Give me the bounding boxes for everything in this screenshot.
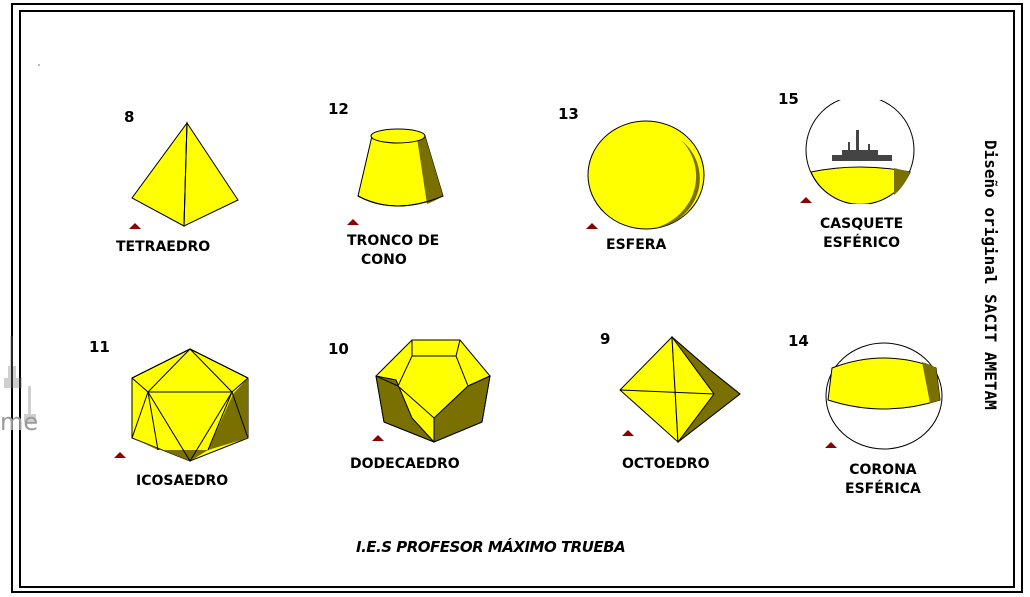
- inner-frame: [19, 10, 1015, 588]
- marker-icon: [347, 219, 359, 225]
- truncated-cone-icon[interactable]: [355, 126, 450, 214]
- school-name: I.E.S PROFESOR MÁXIMO TRUEBA: [356, 538, 626, 556]
- marker-icon: [825, 442, 837, 448]
- figure-label: CORONA ESFÉRICA: [845, 462, 921, 497]
- figure-number: 13: [558, 105, 579, 123]
- icosahedron-icon[interactable]: [128, 346, 253, 464]
- tetrahedron-icon[interactable]: [128, 118, 243, 233]
- octahedron-icon[interactable]: [618, 334, 744, 446]
- figure-number: 11: [89, 338, 110, 356]
- sphere-icon[interactable]: [585, 118, 710, 233]
- figure-number: 8: [124, 108, 135, 126]
- figure-label: OCTOEDRO: [622, 456, 710, 472]
- outer-frame: [11, 3, 1023, 593]
- dodecahedron-icon[interactable]: [372, 336, 494, 446]
- marker-icon: [622, 430, 634, 436]
- figure-label: TRONCO DE CONO: [347, 233, 440, 268]
- watermark-text: me: [0, 408, 39, 436]
- figure-label: ESFERA: [606, 237, 667, 253]
- marker-icon: [800, 197, 812, 203]
- marker-icon: [129, 223, 141, 229]
- figure-number: 14: [788, 332, 809, 350]
- castle-watermark-icon: [4, 336, 36, 422]
- credit-vertical-text: Diseño original SACIT AMETAM: [981, 140, 1000, 410]
- marker-icon: [114, 452, 126, 458]
- spherical-zone-icon[interactable]: [822, 340, 948, 454]
- figure-number: 10: [328, 340, 349, 358]
- figure-label: TETRAEDRO: [116, 239, 211, 255]
- figure-number: 12: [328, 100, 349, 118]
- figure-label: CASQUETE ESFÉRICO: [820, 216, 904, 251]
- speck: [38, 64, 40, 66]
- figure-label: ICOSAEDRO: [136, 473, 229, 489]
- figure-number: 15: [778, 90, 799, 108]
- figure-label: DODECAEDRO: [350, 456, 460, 472]
- marker-icon: [372, 435, 384, 441]
- spherical-cap-icon[interactable]: [802, 100, 918, 204]
- figure-number: 9: [600, 330, 611, 348]
- marker-icon: [586, 223, 598, 229]
